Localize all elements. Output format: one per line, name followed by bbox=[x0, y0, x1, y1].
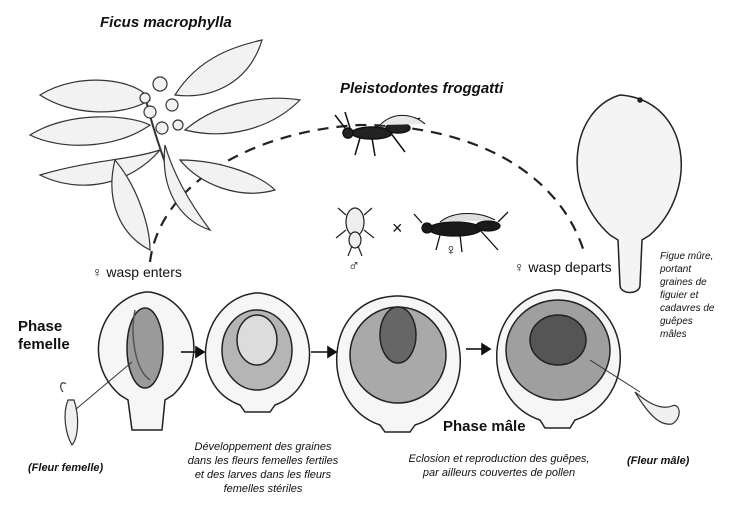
male-wasp-illustration bbox=[335, 207, 375, 257]
ripe-fig-line: mâles bbox=[660, 329, 687, 340]
female-flower-illustration bbox=[60, 361, 133, 447]
ripe-fig-line: portant bbox=[660, 264, 692, 275]
plant-species-title: Ficus macrophylla bbox=[100, 14, 232, 31]
male-phase-label: Phase mâle bbox=[443, 418, 526, 435]
wasp-enters-label: ♀ wasp enters bbox=[92, 264, 182, 280]
development-caption: Développement des graines dans les fleur… bbox=[168, 440, 358, 496]
ripe-fig-line: Figue mûre, bbox=[660, 251, 714, 262]
wasp-flight-dashed-arc bbox=[148, 123, 587, 263]
ripe-fig-line: cadavres de bbox=[660, 303, 715, 314]
female-wasp-mating-illustration bbox=[413, 211, 509, 253]
female-phase-line-2: femelle bbox=[18, 336, 70, 353]
wasp-departs-label: ♀ wasp departs bbox=[514, 259, 612, 275]
female-flower-caption: (Fleur femelle) bbox=[28, 462, 104, 474]
fig-section-1 bbox=[97, 291, 195, 431]
mating-cross-symbol: × bbox=[392, 218, 403, 238]
female-phase-label: Phase femelle bbox=[18, 318, 70, 354]
ripe-fig-line: graines de bbox=[660, 277, 707, 288]
development-line: dans les fleurs femelles fertiles bbox=[187, 455, 339, 467]
wasp-species-title: Pleistodontes froggatti bbox=[340, 80, 504, 97]
fig-section-4 bbox=[496, 289, 621, 429]
ripe-fig-caption: Figue mûre, portant graines de figuier e… bbox=[660, 250, 730, 341]
development-line: femelles stériles bbox=[223, 483, 303, 495]
progression-arrows bbox=[181, 342, 492, 359]
female-wasp-flying-illustration bbox=[334, 111, 426, 157]
male-symbol: ♂ bbox=[348, 258, 360, 275]
male-flower-illustration bbox=[589, 359, 680, 425]
fig-section-3 bbox=[336, 295, 461, 433]
ripe-fig-line: figuier et bbox=[660, 290, 699, 301]
ripe-fig-illustration bbox=[576, 94, 682, 294]
eclosion-line: par ailleurs couvertes de pollen bbox=[422, 467, 576, 479]
fig-section-2 bbox=[204, 292, 311, 413]
ficus-branch-illustration bbox=[28, 39, 302, 251]
male-flower-caption: (Fleur mâle) bbox=[627, 455, 690, 467]
eclosion-caption: Eclosion et reproduction des guêpes, par… bbox=[394, 452, 604, 480]
development-line: et des larves dans les fleurs bbox=[194, 469, 332, 481]
development-line: Développement des graines bbox=[194, 441, 332, 453]
eclosion-line: Eclosion et reproduction des guêpes, bbox=[408, 453, 590, 465]
female-symbol: ♀ bbox=[445, 242, 457, 259]
ripe-fig-line: guêpes bbox=[660, 316, 693, 327]
female-phase-line-1: Phase bbox=[18, 318, 63, 335]
